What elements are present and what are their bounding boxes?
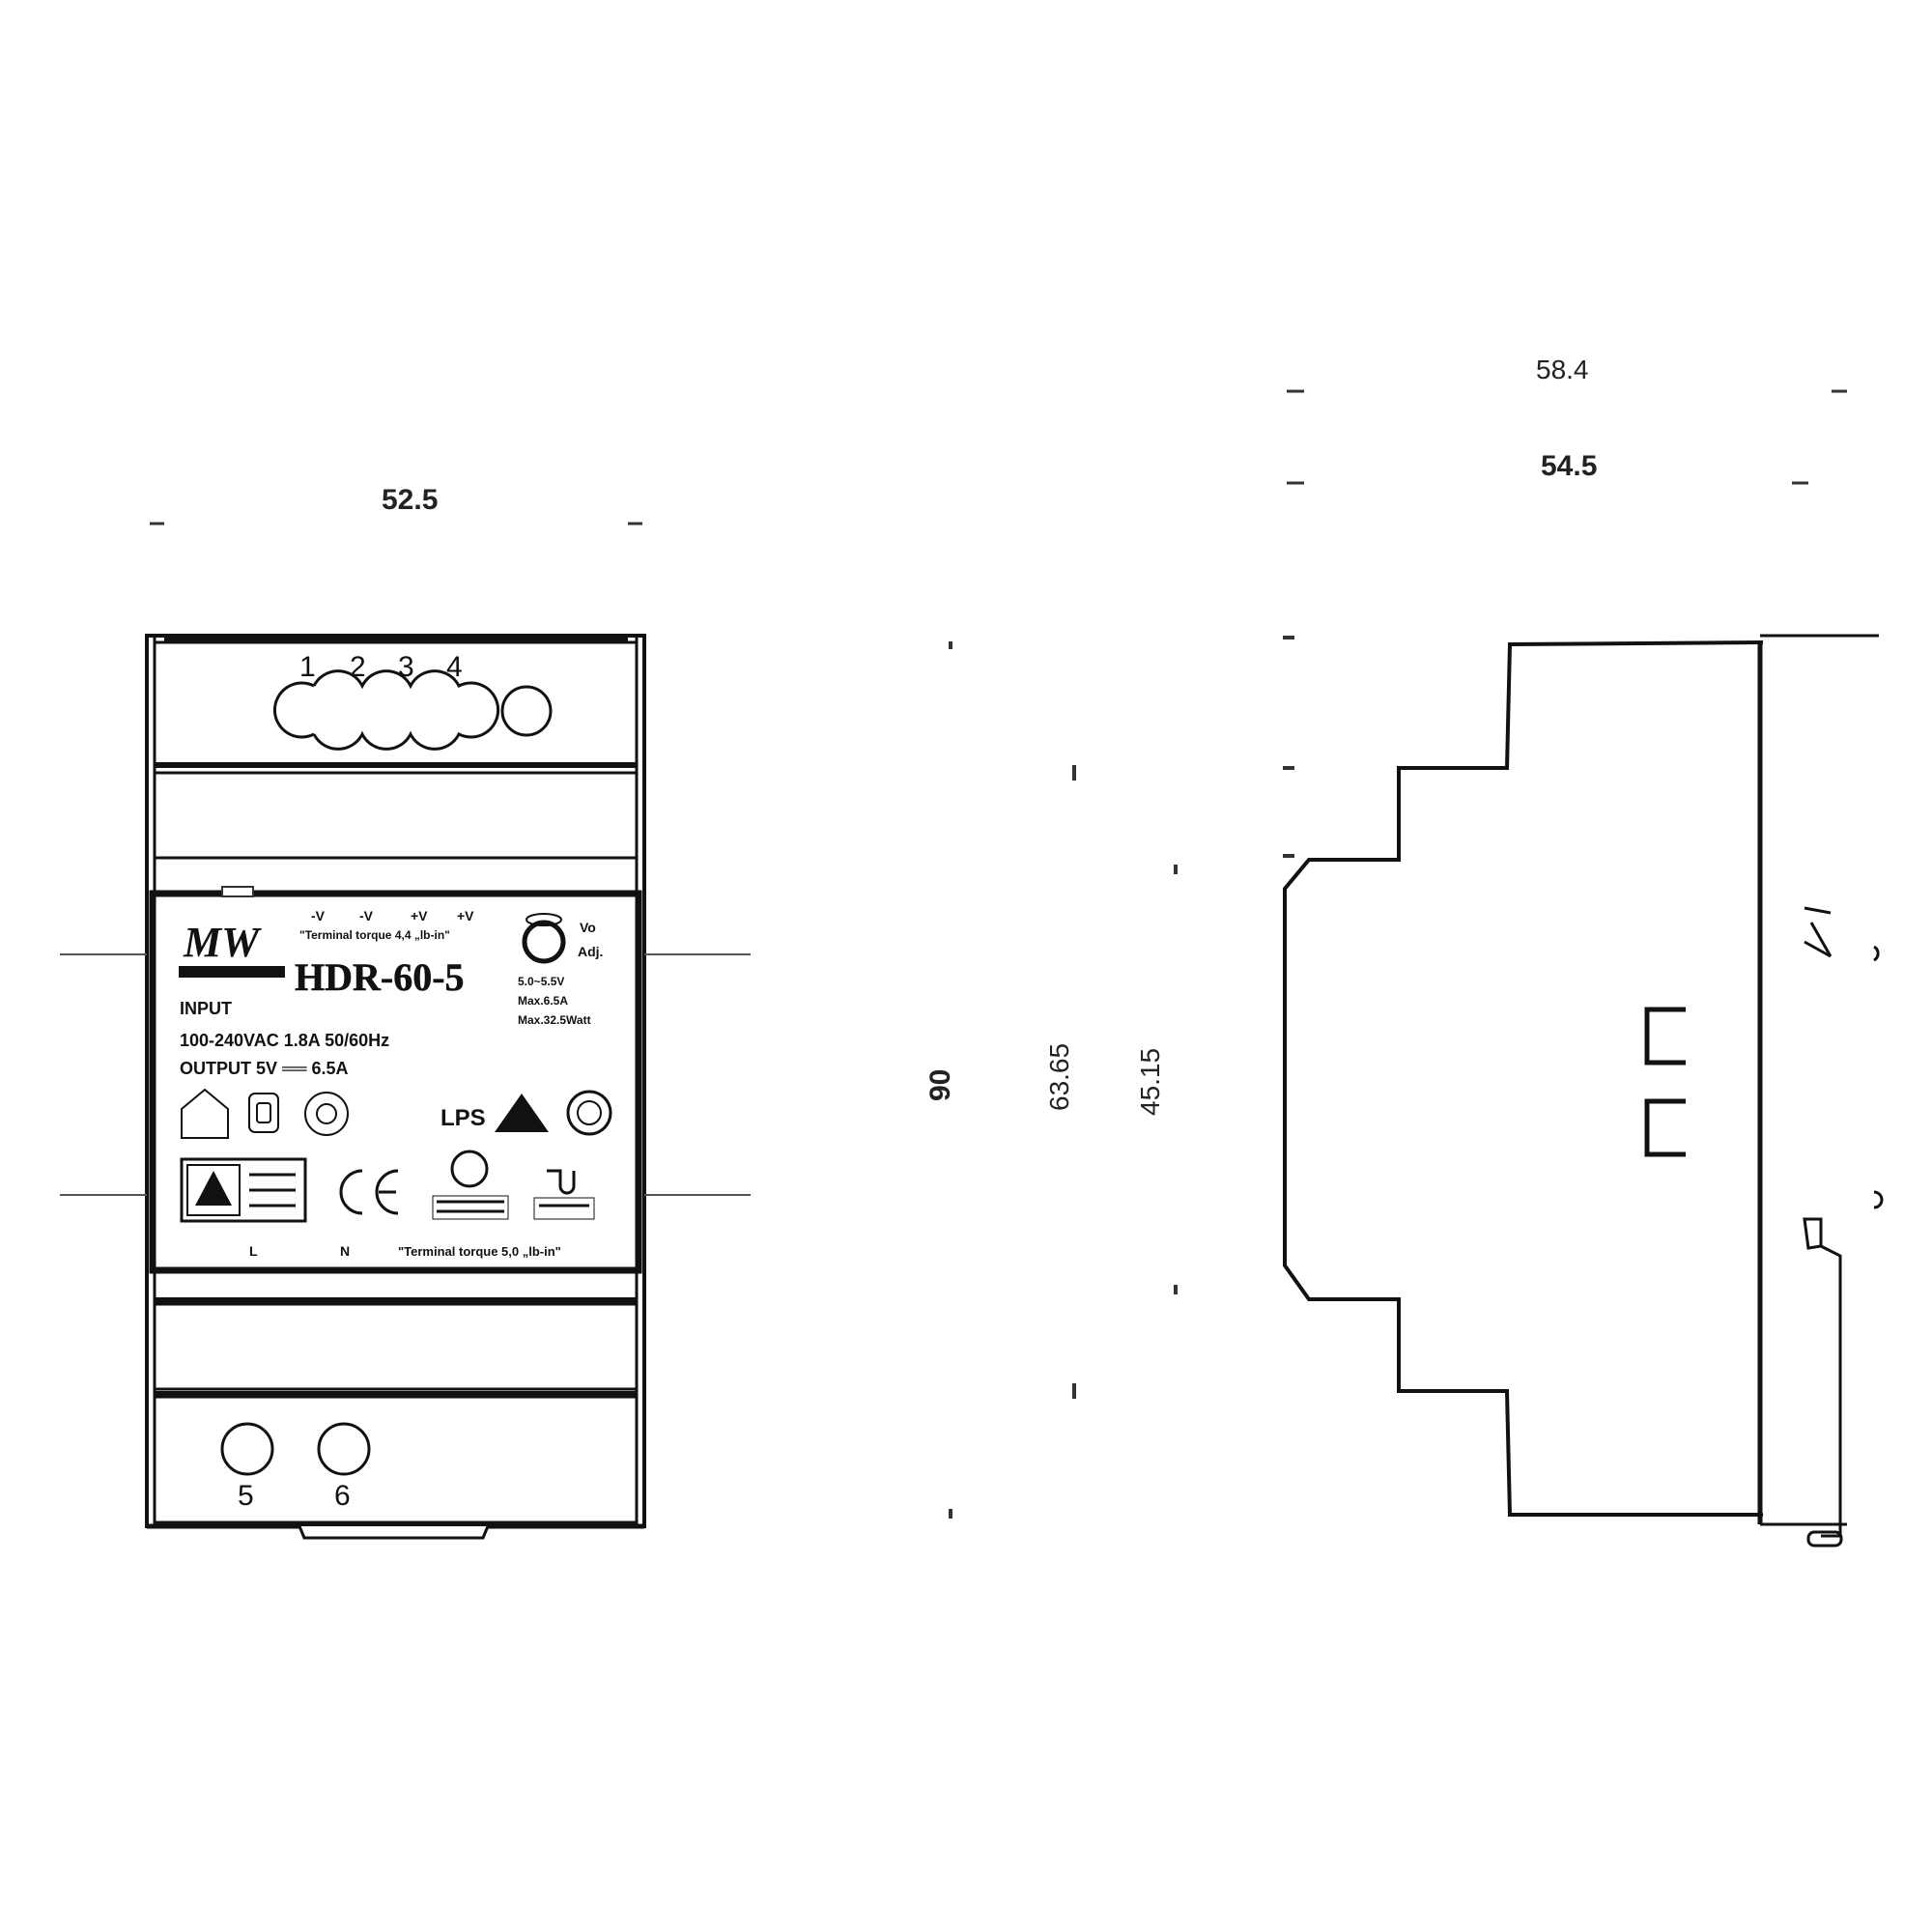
svg-text:3: 3 <box>398 651 414 683</box>
ul-listed-icon <box>432 1150 509 1220</box>
top-pin-marks: -V -V +V +V <box>311 908 474 923</box>
front-width-dimension: 52.5 <box>150 484 642 526</box>
svg-text:MW: MW <box>183 919 262 966</box>
svg-text:5.0~5.5V: 5.0~5.5V <box>518 975 564 988</box>
side-view: 58.4 54.5 <box>1283 355 1884 1548</box>
svg-text:4: 4 <box>446 651 463 683</box>
tuv-icon <box>566 1090 612 1136</box>
side-vent-slot-1 <box>1644 1007 1686 1065</box>
bottom-terminal-block <box>153 1395 639 1524</box>
top-adjust-hole <box>500 685 553 737</box>
front-label-plate: MW HDR-60-5 -V -V +V +V "Terminal torque… <box>149 886 642 1274</box>
terminal-5-screw <box>220 1422 274 1476</box>
height-overall-label: 90 <box>924 1069 956 1101</box>
bottom-step <box>153 1302 639 1391</box>
svg-text:Max.6.5A: Max.6.5A <box>518 994 568 1008</box>
svg-text:Vo: Vo <box>580 920 596 935</box>
bottom-torque-note: "Terminal torque 5,0 „lb-in" <box>398 1244 561 1259</box>
warning-triangle-icon <box>495 1094 549 1132</box>
side-width-dimensions <box>1287 389 1847 485</box>
top-step <box>153 771 639 860</box>
height-dimensions: 90 63.65 45.15 <box>924 641 1178 1519</box>
top-torque-note: "Terminal torque 4,4 „lb-in" <box>299 928 450 942</box>
front-side-marks <box>60 953 751 1196</box>
lps-mark: LPS <box>440 1105 486 1131</box>
front-width-label: 52.5 <box>382 484 438 516</box>
class2-icon <box>248 1093 279 1133</box>
svg-text:Max.32.5Watt: Max.32.5Watt <box>518 1013 591 1027</box>
side-stepped-profile <box>1283 640 1764 1517</box>
ul-recognized-icon <box>533 1169 595 1220</box>
svg-text:Adj.: Adj. <box>578 944 603 959</box>
indoor-use-icon <box>181 1088 229 1139</box>
svg-text:+V: +V <box>457 908 474 923</box>
vo-adj-pot <box>522 920 566 964</box>
terminal-6-screw <box>317 1422 371 1476</box>
input-heading: INPUT <box>180 999 232 1018</box>
side-vent-slot-2 <box>1644 1098 1686 1157</box>
ce-mark-icon <box>339 1169 399 1215</box>
top-terminal-numbers: 1 2 3 4 <box>299 651 463 683</box>
height-inner-label: 45.15 <box>1135 1048 1165 1116</box>
height-mid-label: 63.65 <box>1044 1043 1074 1111</box>
svg-text:1: 1 <box>299 651 316 683</box>
svg-text:-V: -V <box>311 908 326 923</box>
din-clip-tab <box>298 1525 490 1540</box>
input-spec: 100-240VAC 1.8A 50/60Hz <box>180 1031 389 1050</box>
svg-text:N: N <box>340 1243 350 1259</box>
side-body-width-label: 54.5 <box>1541 450 1597 482</box>
ul-icon <box>304 1092 349 1136</box>
svg-text:6: 6 <box>334 1480 351 1512</box>
top-terminal-screws <box>272 669 553 751</box>
svg-text:-V: -V <box>359 908 374 923</box>
front-view: 52.5 1 2 3 4 MW <box>60 484 751 1540</box>
svg-text:5: 5 <box>238 1480 254 1512</box>
brand-logo: MW <box>179 919 285 978</box>
svg-text:L: L <box>249 1243 258 1259</box>
output-spec: OUTPUT 5V ══ 6.5A <box>180 1059 349 1078</box>
svg-text:2: 2 <box>350 651 366 683</box>
side-overall-width-label: 58.4 <box>1536 355 1589 384</box>
safety-warning-box-icon <box>180 1157 307 1223</box>
svg-text:+V: +V <box>411 908 428 923</box>
model-name: HDR-60-5 <box>295 955 465 999</box>
din-rail-clip <box>1803 906 1884 1548</box>
